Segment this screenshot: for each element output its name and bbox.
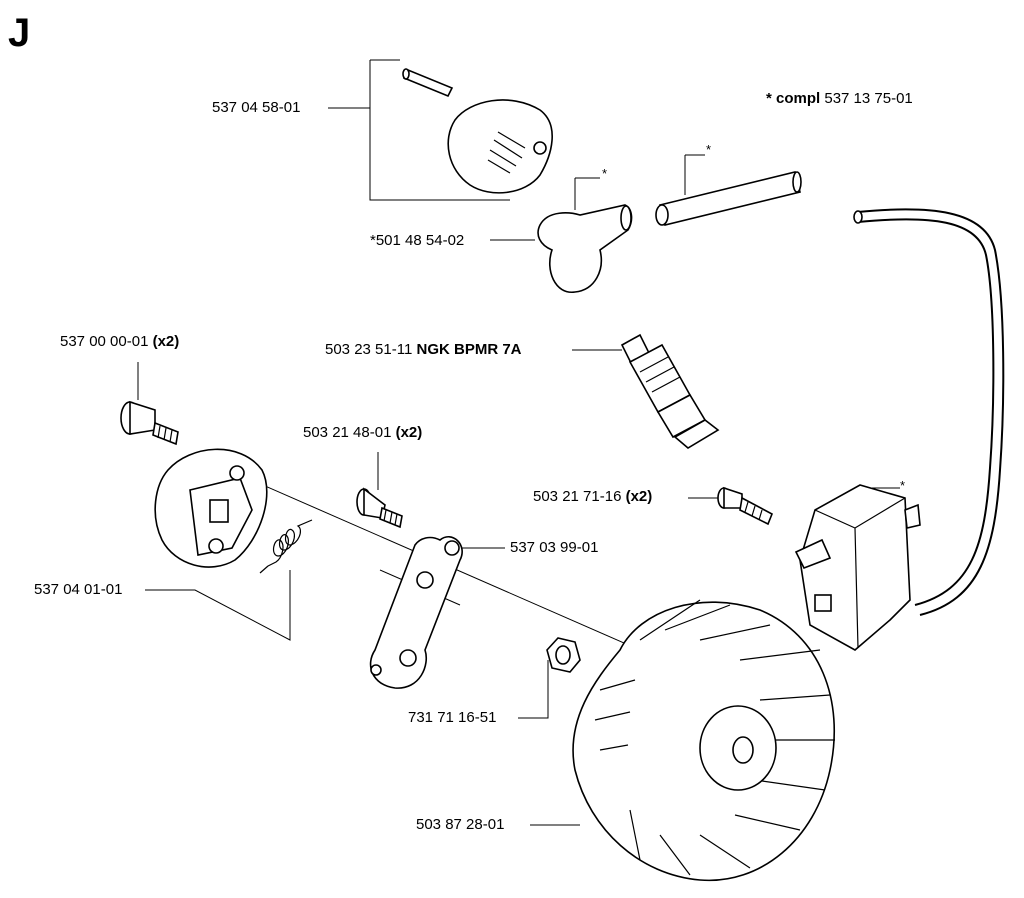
nut-part xyxy=(546,637,581,673)
callout-cap: 537 04 58-01 xyxy=(212,99,301,116)
spark-plug-part xyxy=(620,333,720,449)
callout-screw-a: 537 00 00-01 (x2) xyxy=(60,333,179,351)
flywheel-part xyxy=(572,599,836,882)
screw-a-part xyxy=(120,400,179,446)
callout-boot: *501 48 54-02 xyxy=(370,232,465,249)
ht-wire-part xyxy=(853,208,1005,616)
pin-part xyxy=(402,68,454,98)
plug-number: 503 23 51-11 xyxy=(325,341,413,358)
screw-c-qty: (x2) xyxy=(625,488,653,505)
screw-a-qty: (x2) xyxy=(152,333,180,350)
boot-part xyxy=(537,204,633,293)
callout-compl: * compl 537 13 75-01 xyxy=(766,90,913,108)
screw-b-qty: (x2) xyxy=(395,424,423,441)
bracket-part xyxy=(369,536,463,689)
ignition-module-part xyxy=(794,484,921,651)
compl-prefix: * compl xyxy=(766,90,821,107)
screw-b-part xyxy=(356,487,403,529)
callout-screw-c: 503 21 71-16 (x2) xyxy=(533,488,652,506)
screw-c-part xyxy=(717,486,774,526)
callout-screw-b: 503 21 48-01 (x2) xyxy=(303,424,422,442)
spring-part xyxy=(259,519,313,574)
leader-lines xyxy=(137,59,900,826)
asterisk-boot: * xyxy=(602,166,608,181)
callout-nut: 731 71 16-51 xyxy=(408,709,497,726)
pawl-part xyxy=(154,448,268,568)
callout-pawl: 537 04 01-01 xyxy=(34,581,123,598)
section-letter: J xyxy=(8,11,31,55)
compl-number: 537 13 75-01 xyxy=(824,90,913,107)
screw-a-number: 537 00 00-01 xyxy=(60,333,149,350)
asterisk-module: * xyxy=(900,478,906,493)
spark-cap-part xyxy=(447,99,553,194)
screw-c-number: 503 21 71-16 xyxy=(533,488,622,505)
callout-flywheel: 503 87 28-01 xyxy=(416,816,505,833)
callout-bracket: 537 03 99-01 xyxy=(510,539,599,556)
screw-b-number: 503 21 48-01 xyxy=(303,424,392,441)
asterisk-tube: * xyxy=(706,142,712,157)
tube-part xyxy=(655,171,802,226)
callout-plug: 503 23 51-11 NGK BPMR 7A xyxy=(325,341,522,359)
plug-type: NGK BPMR 7A xyxy=(416,341,522,358)
